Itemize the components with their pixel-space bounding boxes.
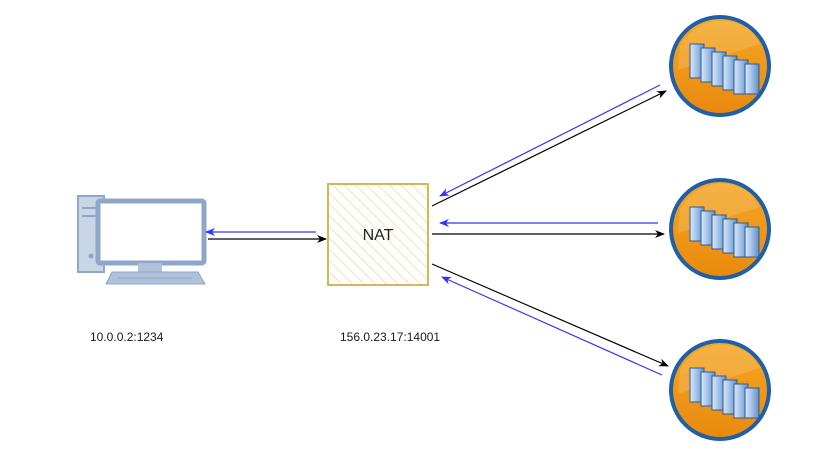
nat-to-server-1-arrow: [431, 90, 667, 207]
nat-label: NAT: [363, 227, 394, 244]
client-computer-icon: [77, 195, 207, 285]
client-address: 10.0.0.2:1234: [90, 330, 164, 344]
server-farm-icon: [668, 338, 772, 442]
nat-box: NAT: [327, 183, 429, 286]
nat-to-server-3-arrow: [431, 263, 669, 367]
server-1-to-nat-arrow: [439, 84, 661, 197]
server-3-to-nat-arrow: [441, 276, 663, 376]
server-farm-icon: [668, 177, 772, 281]
server-farm-icon: [668, 14, 772, 118]
nat-address: 156.0.23.17:14001: [340, 330, 441, 344]
